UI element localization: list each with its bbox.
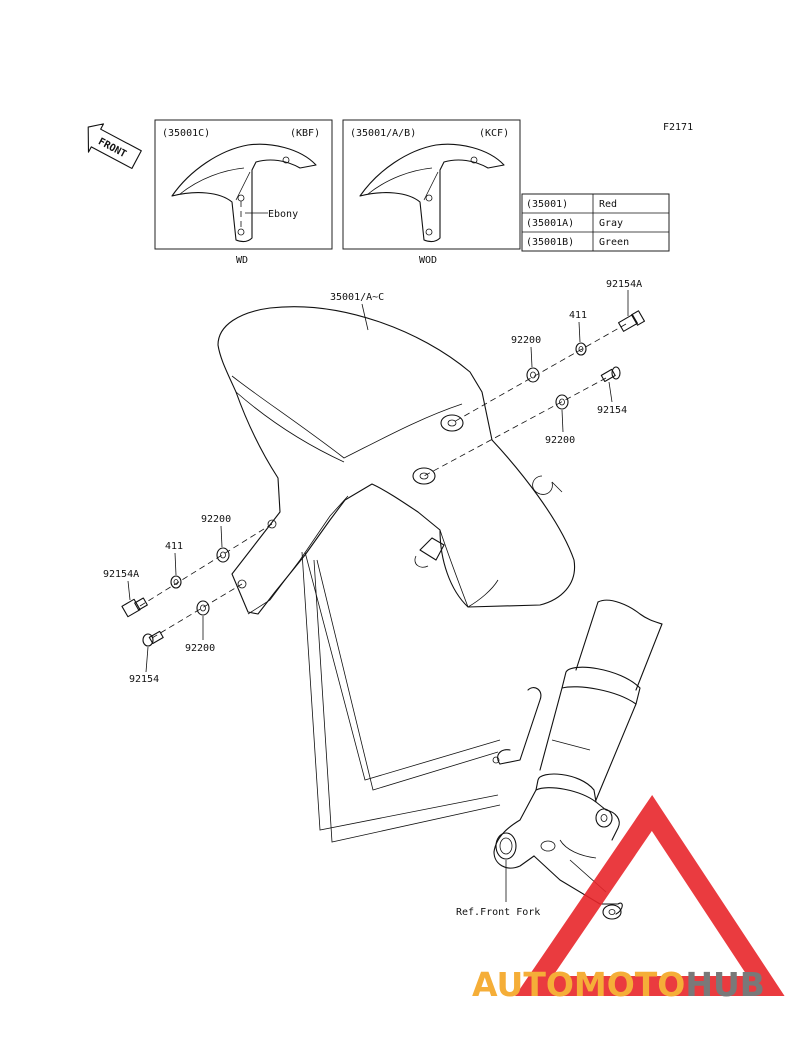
watermark-logo: AUTOMOTOHUB <box>472 795 785 1004</box>
collar-411-left-icon <box>170 575 182 589</box>
front-fork-drawing <box>492 599 663 920</box>
front-fork-ref-label: Ref.Front Fork <box>456 907 540 918</box>
color-row-color: Gray <box>599 218 623 229</box>
washer-92200-right-top-icon <box>526 367 540 383</box>
label-92200-left-top: 92200 <box>201 514 231 525</box>
label-92154-right: 92154 <box>597 405 627 416</box>
washer-92200-right-bottom-icon <box>555 394 569 410</box>
front-fender-drawing <box>217 306 576 615</box>
color-row-part: (35001A) <box>526 218 574 229</box>
color-row-color: Green <box>599 237 629 248</box>
fender-thumbnail-wd <box>171 143 317 243</box>
color-row-part: (35001B) <box>526 237 574 248</box>
label-92200-left-bottom: 92200 <box>185 643 215 654</box>
bolt-92154a-left-icon <box>121 597 148 618</box>
front-arrow-icon: FRONT <box>87 123 142 169</box>
label-92200-right-bottom: 92200 <box>545 435 575 446</box>
bolt-92154-right-icon <box>600 366 621 383</box>
label-92154-left: 92154 <box>129 674 159 685</box>
variant-box-wod: (35001/A/B) (KCF) <box>342 119 521 250</box>
variant-wd-caption: WD <box>236 255 248 266</box>
variant-box-wd: (35001C) (KBF) Ebony <box>154 119 333 250</box>
reference-bracket-lines <box>301 551 501 843</box>
label-411-right: 411 <box>569 310 587 321</box>
fender-thumbnail-wod <box>359 143 505 243</box>
figure-code: F2171 <box>663 122 693 133</box>
label-411-left: 411 <box>165 541 183 552</box>
variant-wd-part-ref: (35001C) <box>162 128 210 139</box>
collar-411-right-icon <box>575 342 587 356</box>
variant-wd-callout: Ebony <box>268 209 298 220</box>
label-92154a-left: 92154A <box>103 569 139 580</box>
variant-wod-part-ref: (35001/A/B) <box>350 128 416 139</box>
variant-wod-caption: WOD <box>419 255 437 266</box>
color-row-part: (35001) <box>526 199 568 210</box>
label-92200-right-top: 92200 <box>511 335 541 346</box>
variant-wd-code: (KBF) <box>290 128 320 139</box>
variant-wod-code: (KCF) <box>479 128 509 139</box>
label-92154a-right: 92154A <box>606 279 642 290</box>
watermark-text: AUTOMOTOHUB <box>472 965 765 1004</box>
watermark-triangle-icon <box>515 795 785 996</box>
color-row-color: Red <box>599 199 617 210</box>
washer-92200-left-top-icon <box>216 547 230 563</box>
washer-92200-left-bottom-icon <box>196 600 210 616</box>
bolt-92154a-right-icon <box>618 310 646 332</box>
bolt-92154-left-icon <box>142 630 164 647</box>
front-label: FRONT <box>96 136 128 160</box>
watermark-text-orange: AUTOMOTO <box>472 965 685 1004</box>
watermark-text-gray: HUB <box>685 965 765 1004</box>
color-table: (35001) Red (35001A) Gray (35001B) Green <box>521 193 670 252</box>
main-part-label: 35001/A~C <box>330 292 384 303</box>
